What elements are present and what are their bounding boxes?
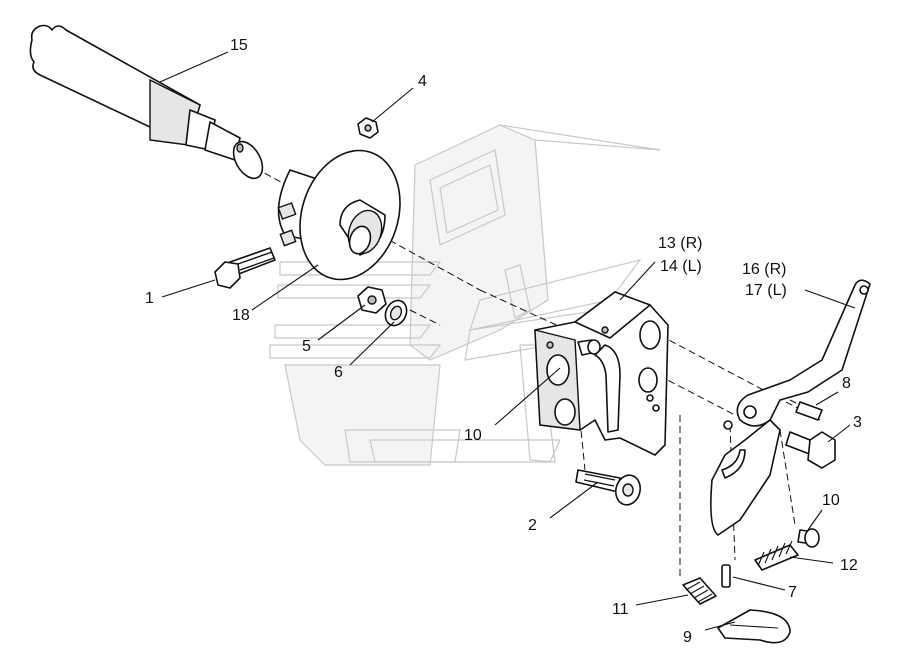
callout-16: 16 (R) bbox=[742, 261, 786, 278]
callout-2: 2 bbox=[528, 517, 537, 534]
mounting-plate bbox=[534, 291, 669, 456]
callout-15: 15 bbox=[230, 37, 248, 54]
bolt-right bbox=[785, 431, 836, 469]
callout-18: 18 bbox=[232, 307, 250, 324]
callout-1: 1 bbox=[145, 290, 154, 307]
bushing-flange bbox=[277, 149, 401, 281]
callout-17: 17 (L) bbox=[745, 282, 787, 299]
callout-8: 8 bbox=[842, 375, 851, 392]
ghost-frame bbox=[269, 124, 661, 466]
handle-tube bbox=[29, 24, 264, 180]
callout-4: 4 bbox=[418, 73, 427, 90]
callout-labels: 15 4 1 18 5 6 13 (R) 14 (L) 16 (R) 17 (L… bbox=[145, 37, 862, 646]
pin-handle bbox=[717, 609, 791, 644]
leader-lines bbox=[159, 51, 856, 631]
callout-10-lower: 10 bbox=[822, 492, 840, 509]
spring-right bbox=[754, 540, 799, 571]
roll-pin bbox=[721, 564, 731, 588]
bolt-left bbox=[214, 247, 276, 289]
callout-14: 14 (L) bbox=[660, 258, 702, 275]
pin-upper bbox=[577, 339, 601, 356]
nut-top bbox=[357, 117, 379, 139]
callout-9: 9 bbox=[683, 629, 692, 646]
callout-5: 5 bbox=[302, 338, 311, 355]
nut-and-washer bbox=[357, 286, 408, 327]
callout-3: 3 bbox=[853, 414, 862, 431]
pin-lower bbox=[797, 528, 820, 548]
spring-left bbox=[682, 577, 717, 605]
callout-13: 13 (R) bbox=[658, 235, 702, 252]
callout-7: 7 bbox=[788, 584, 797, 601]
lever-arm bbox=[710, 279, 871, 536]
callout-12: 12 bbox=[840, 557, 858, 574]
countersunk-bolt bbox=[575, 469, 642, 506]
small-pin bbox=[795, 401, 823, 421]
callout-6: 6 bbox=[334, 364, 343, 381]
callout-10-upper: 10 bbox=[464, 427, 482, 444]
callout-11: 11 bbox=[612, 601, 629, 618]
